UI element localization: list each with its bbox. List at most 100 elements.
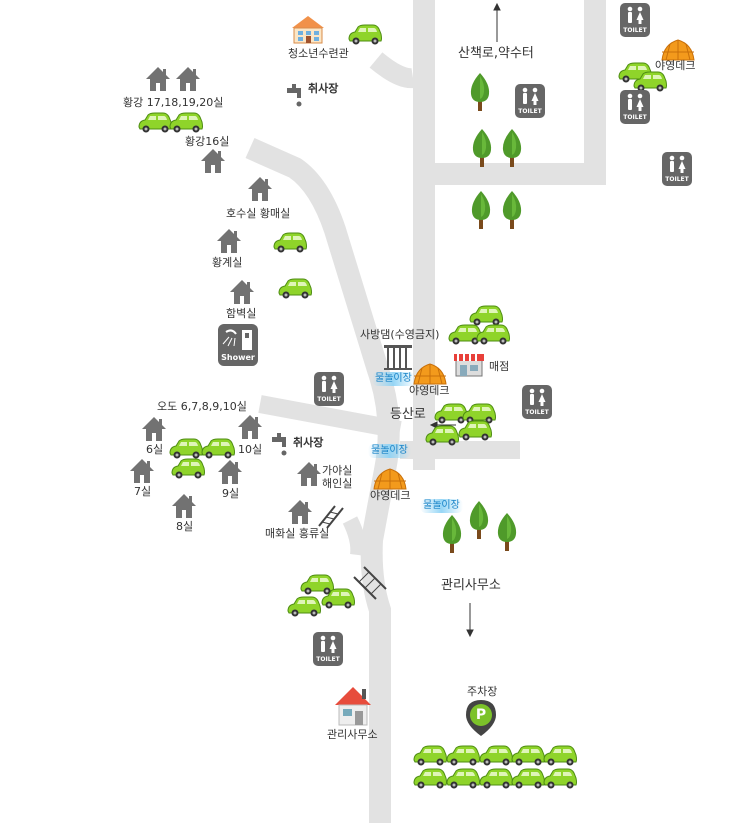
- toilet-label: TOILET: [525, 409, 549, 416]
- hiking-trail-label: 등산로: [390, 407, 426, 422]
- parking-label: 주차장: [467, 685, 498, 698]
- tree-icon: [499, 190, 525, 234]
- car-icon: [478, 745, 514, 771]
- tree-icon: [494, 512, 520, 556]
- car-icon: [168, 112, 204, 138]
- toilet-label: TOILET: [518, 108, 542, 115]
- car-icon: [320, 588, 356, 614]
- office-icon: [333, 685, 373, 731]
- toilet-label: TOILET: [623, 114, 647, 121]
- water-play-label-1: 물놀이장: [372, 372, 415, 386]
- car-icon: [200, 438, 236, 464]
- tree-icon: [499, 128, 525, 172]
- toilet-icon: TOILET: [620, 90, 650, 124]
- car-icon: [542, 768, 578, 794]
- car-icon: [445, 745, 481, 771]
- walk-spring-label: 산책로,약수터: [458, 46, 534, 61]
- hwanggang-multi-label: 황강 17,18,19,20실: [123, 96, 224, 109]
- shower-label: Shower: [221, 353, 255, 362]
- toilet-icon: TOILET: [313, 632, 343, 666]
- tree-icon: [467, 72, 493, 116]
- tent-icon: [372, 467, 408, 495]
- toilet-label: TOILET: [665, 176, 689, 183]
- water-play-label-3: 물놀이장: [420, 499, 463, 513]
- car-icon: [299, 574, 335, 600]
- shower-icon: Shower: [218, 324, 258, 370]
- car-icon: [286, 596, 322, 622]
- hosu-hwangmae-label: 호수실 황매실: [226, 207, 291, 220]
- car-icon: [424, 425, 460, 451]
- car-icon: [347, 24, 383, 50]
- toilet-icon: TOILET: [314, 372, 344, 406]
- toilet-figures-icon: [522, 87, 539, 105]
- toilet-figures-icon: [669, 155, 686, 173]
- toilet-figures-icon: [627, 93, 644, 111]
- mgmt-office-label: 관리사무소: [327, 728, 378, 741]
- car-icon: [170, 458, 206, 484]
- car-icon: [478, 768, 514, 794]
- house-icon: [145, 66, 171, 96]
- house-icon: [287, 499, 313, 529]
- room8-label: 8실: [176, 520, 194, 533]
- store-label: 매점: [489, 360, 510, 373]
- car-icon: [168, 438, 204, 464]
- car-icon: [412, 745, 448, 771]
- house-icon: [175, 66, 201, 96]
- tree-icon: [469, 128, 495, 172]
- cooking-area-label-mid: 취사장: [293, 436, 324, 449]
- room7-label: 7실: [134, 485, 152, 498]
- car-icon: [433, 403, 469, 429]
- room6-label: 6실: [146, 443, 164, 456]
- car-icon: [510, 768, 546, 794]
- mgmt-office-arrow-label: 관리사무소: [441, 578, 501, 593]
- car-icon: [445, 768, 481, 794]
- odo-label: 오도 6,7,8,9,10실: [157, 400, 247, 413]
- cooking-area-label-top: 취사장: [308, 82, 339, 95]
- house-icon: [217, 459, 243, 489]
- parking-sign-text: P: [475, 707, 487, 723]
- toilet-icon: TOILET: [522, 385, 552, 419]
- house-icon: [237, 414, 263, 444]
- toilet-figures-icon: [627, 6, 644, 24]
- youth-center-icon: [290, 14, 326, 48]
- house-icon: [200, 148, 226, 178]
- car-icon: [277, 278, 313, 304]
- water-play-label-2: 물놀이장: [368, 444, 411, 458]
- faucet-icon: [270, 431, 288, 461]
- tree-icon: [439, 514, 465, 558]
- camp-deck-label-2: 야영데크: [370, 489, 411, 502]
- dam-icon: [382, 343, 414, 375]
- hambyeok-label: 함벽실: [226, 307, 257, 320]
- faucet-icon: [285, 82, 303, 112]
- hwanggang16-label: 황강16실: [185, 135, 230, 148]
- house-icon: [171, 493, 197, 523]
- toilet-icon: TOILET: [620, 3, 650, 37]
- bridge-icon: [315, 502, 345, 534]
- dam-label: 사방댐(수영금지): [360, 328, 440, 341]
- tree-icon: [466, 500, 492, 544]
- car-icon: [457, 420, 493, 446]
- car-icon: [461, 403, 497, 429]
- youth-center-label: 청소년수련관: [288, 47, 349, 60]
- camp-deck-label-tr: 야영데크: [655, 59, 696, 72]
- tent-icon: [412, 362, 448, 390]
- house-icon: [141, 416, 167, 446]
- toilet-icon: TOILET: [515, 84, 545, 118]
- toilet-figures-icon: [320, 635, 337, 653]
- toilet-label: TOILET: [316, 656, 340, 663]
- hwanggye-label: 황계실: [212, 256, 243, 269]
- room10-label: 10실: [238, 443, 263, 456]
- car-icon: [542, 745, 578, 771]
- camp-deck-label-1: 야영데크: [409, 384, 450, 397]
- maehwa-hongryu-label: 매화실 홍류실: [265, 527, 330, 540]
- car-icon: [632, 71, 668, 97]
- store-icon: [453, 350, 485, 382]
- car-icon: [468, 305, 504, 331]
- tree-icon: [468, 190, 494, 234]
- tent-icon: [660, 38, 696, 66]
- toilet-figures-icon: [529, 388, 546, 406]
- house-icon: [216, 228, 242, 258]
- parking-pin-icon: P: [463, 698, 499, 742]
